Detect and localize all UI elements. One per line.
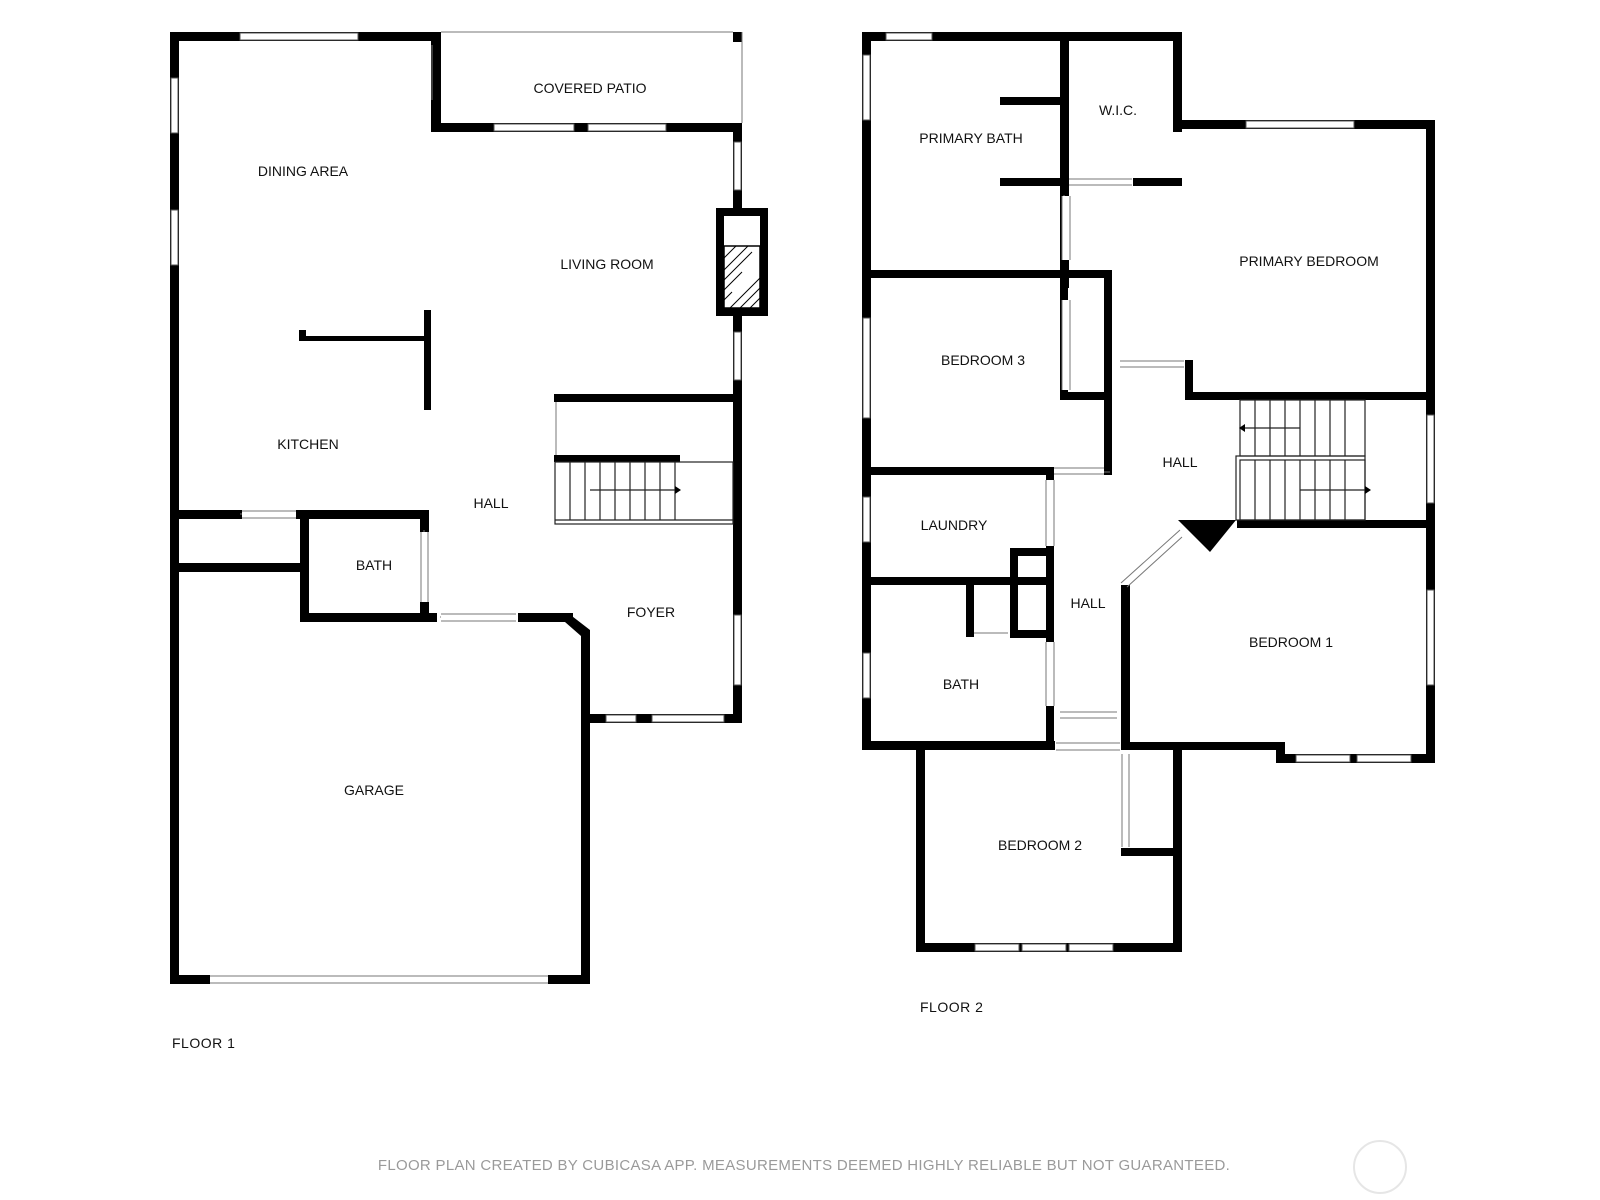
- floor-2-plan: [862, 32, 1435, 952]
- floor-1-stairs: [554, 402, 734, 525]
- floor-2-bath-label: BATH: [943, 676, 979, 692]
- floor-1-plan: [170, 31, 768, 984]
- laundry-label: LAUNDRY: [921, 517, 988, 533]
- bedroom-3-label: BEDROOM 3: [941, 352, 1025, 368]
- bedroom-1-label: BEDROOM 1: [1249, 634, 1333, 650]
- floor-2-caption: FLOOR 2: [920, 999, 983, 1015]
- lower-hall-label: HALL: [1070, 595, 1105, 611]
- watermark-logo: [1353, 1140, 1407, 1194]
- primary-bath-label: PRIMARY BATH: [919, 130, 1022, 146]
- kitchen-label: KITCHEN: [277, 436, 338, 452]
- living-room-label: LIVING ROOM: [560, 256, 653, 272]
- garage-label: GARAGE: [344, 782, 404, 798]
- bedroom-2-label: BEDROOM 2: [998, 837, 1082, 853]
- dining-area-label: DINING AREA: [258, 163, 349, 179]
- fireplace-hatch: [723, 245, 761, 309]
- covered-patio-label: COVERED PATIO: [533, 80, 646, 96]
- bath-label: BATH: [356, 557, 392, 573]
- hall-label: HALL: [473, 495, 508, 511]
- upper-hall-label: HALL: [1162, 454, 1197, 470]
- floor-1-windows: [170, 31, 743, 981]
- floor-2-stairs: [1235, 399, 1371, 521]
- wic-label: W.I.C.: [1099, 102, 1137, 118]
- floor-1-caption: FLOOR 1: [172, 1035, 235, 1051]
- floor-2-windows: [862, 32, 1435, 952]
- disclaimer-text: FLOOR PLAN CREATED BY CUBICASA APP. MEAS…: [378, 1157, 1230, 1174]
- foyer-label: FOYER: [627, 604, 675, 620]
- primary-bedroom-label: PRIMARY BEDROOM: [1239, 253, 1379, 269]
